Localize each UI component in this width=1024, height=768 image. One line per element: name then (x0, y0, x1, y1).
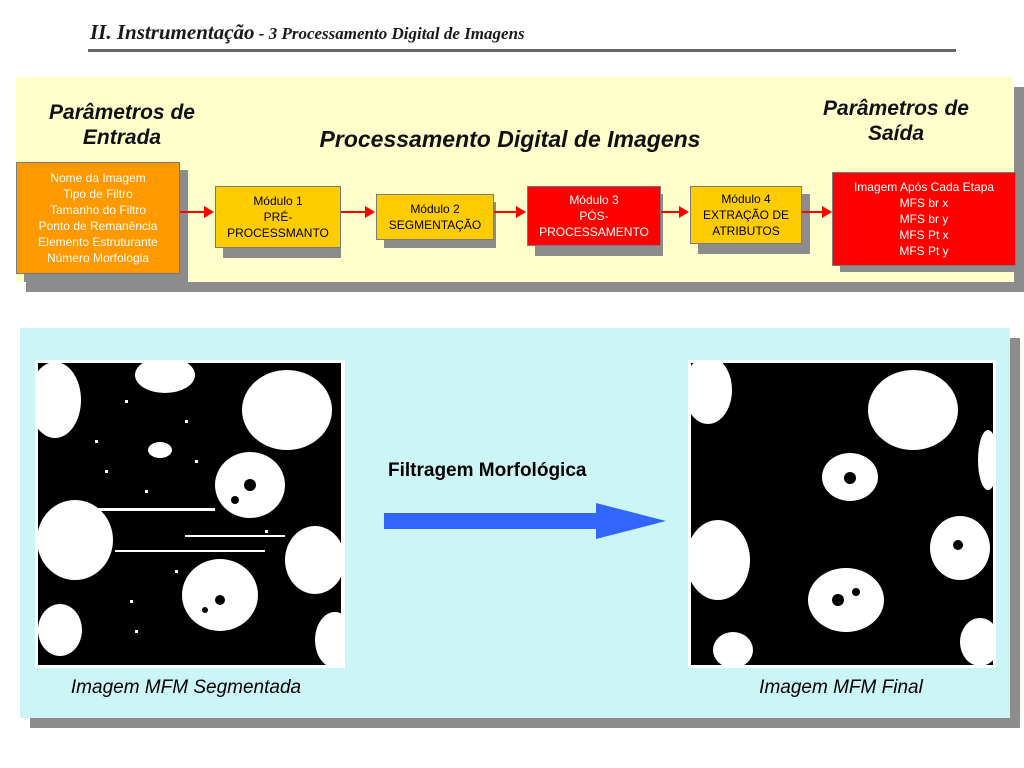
output-param: Imagem Após Cada Etapa (853, 180, 995, 194)
final-mfm-image (688, 360, 996, 668)
module-line: Módulo 3 (569, 193, 619, 207)
flow-arrow-line (180, 211, 206, 213)
module-line: ATRIBUTOS (712, 224, 780, 238)
flow-arrow-line (661, 211, 681, 213)
module-line: PROCESSMANTO (227, 226, 329, 240)
output-param: MFS br y (899, 212, 949, 226)
left-caption: Imagem MFM Segmentada (70, 677, 302, 698)
module4-box: Módulo 4 EXTRAÇÃO DE ATRIBUTOS (690, 186, 802, 244)
output-param: MFS br x (899, 196, 949, 210)
input-parameters-box: Nome da Imagem Tipo de Filtro Tamanho do… (16, 162, 180, 274)
final-image-frame (688, 360, 996, 668)
flow-arrow-head (679, 206, 689, 218)
output-parameters-box: Imagem Após Cada Etapa MFS br x MFS br y… (832, 172, 1016, 266)
module2-box: Módulo 2 SEGMENTAÇÃO (376, 194, 494, 240)
module-line: Módulo 1 (253, 194, 303, 208)
input-param: Tipo de Filtro (63, 187, 133, 201)
right-caption: Imagem MFM Final (759, 677, 923, 698)
input-param: Ponto de Remanência (38, 219, 158, 233)
module-line: EXTRAÇÃO DE (702, 208, 789, 222)
output-param: MFS Pt x (899, 228, 949, 242)
title-sub: - 3 Processamento Digital de Imagens (254, 24, 525, 43)
slide-title: II. Instrumentação - 3 Processamento Dig… (90, 20, 525, 45)
module-line: PROCESSAMENTO (539, 225, 649, 239)
flow-arrow-head (204, 206, 214, 218)
module1-box: Módulo 1 PRÉ- PROCESSMANTO (215, 186, 341, 248)
segmented-mfm-image (35, 360, 345, 668)
flow-arrow-line (494, 211, 518, 213)
flow-arrow-line (341, 211, 367, 213)
output-heading: Parâmetros de Saída (823, 97, 969, 145)
output-param: MFS Pt y (899, 244, 949, 258)
input-param: Nome da Imagem (50, 171, 146, 185)
title-underline (88, 49, 956, 52)
main-heading: Processamento Digital de Imagens (319, 126, 701, 152)
flow-arrow-head (365, 206, 375, 218)
module3-box: Módulo 3 PÓS- PROCESSAMENTO (527, 186, 661, 246)
module-line: Módulo 2 (410, 202, 460, 216)
input-param: Número Morfologia (46, 251, 150, 265)
flow-arrow-line (802, 211, 824, 213)
module-line: PRÉ- (263, 210, 293, 224)
module-line: Módulo 4 (721, 192, 771, 206)
input-param: Tamanho do Filtro (49, 203, 147, 217)
module-line: PÓS- (579, 209, 609, 223)
module-line: SEGMENTAÇÃO (388, 218, 482, 232)
input-param: Elemento Estruturante (38, 235, 158, 249)
process-arrow (384, 503, 666, 539)
segmented-image-frame (35, 360, 345, 668)
process-label: Filtragem Morfológica (388, 460, 587, 481)
title-main: II. Instrumentação (90, 20, 255, 44)
flow-arrow-head (822, 206, 832, 218)
input-heading: Parâmetros de Entrada (49, 101, 195, 149)
flow-arrow-head (516, 206, 526, 218)
